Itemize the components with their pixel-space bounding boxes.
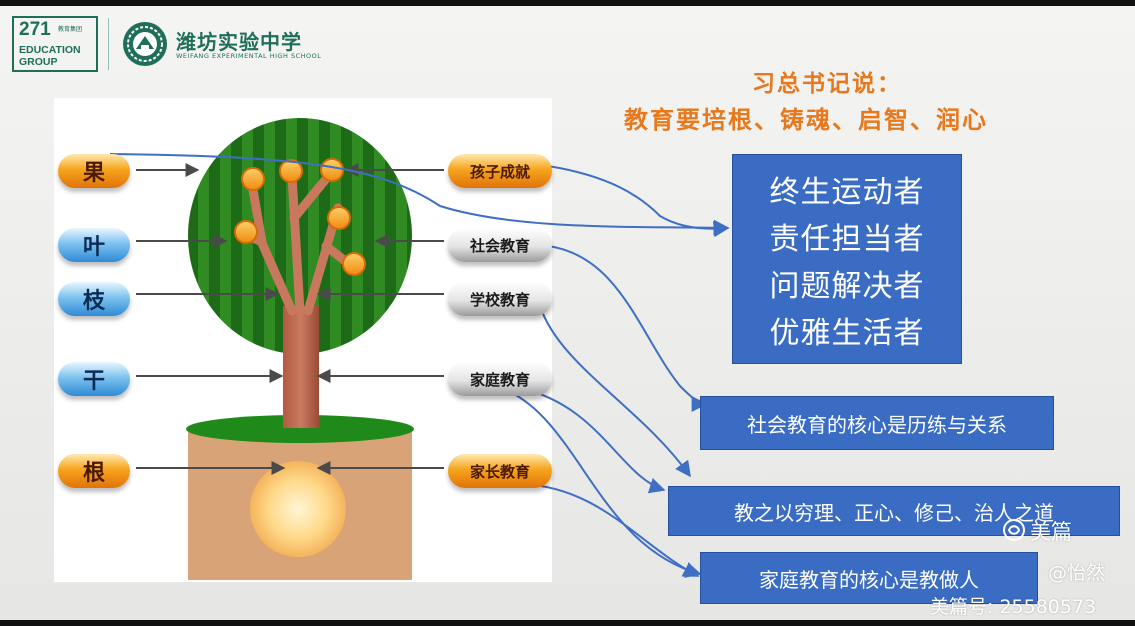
dao-box: 教之以穷理、正心、修己、治人之道 bbox=[668, 486, 1120, 536]
tree-illustration bbox=[109, 118, 730, 580]
slide: 271 教育集团 EDUCATION GROUP 潍坊实验中学 WEIFANG … bbox=[0, 6, 1135, 620]
watermark-author: @怡然 bbox=[1048, 562, 1106, 584]
group-logo-number: 271 bbox=[19, 19, 51, 40]
source-school-education: 学校教育 bbox=[448, 282, 552, 316]
goal-problem-solver: 问题解决者 bbox=[769, 269, 925, 304]
label-trunk: 干 bbox=[58, 362, 130, 396]
goal-responsibility: 责任担当者 bbox=[769, 222, 925, 257]
source-child-achievement: 孩子成就 bbox=[448, 154, 552, 188]
watermark-brand: 美篇 bbox=[1030, 520, 1072, 544]
source-family-education: 家庭教育 bbox=[448, 362, 552, 396]
label-leaf: 叶 bbox=[58, 228, 130, 262]
school-emblem-icon bbox=[123, 22, 167, 66]
quote-text: 教育要培根、铸魂、启智、润心 bbox=[624, 106, 988, 134]
logo-divider bbox=[108, 18, 109, 70]
label-branch: 枝 bbox=[58, 282, 130, 316]
group-logo-text: EDUCATION GROUP bbox=[19, 44, 81, 68]
group-logo-line2: GROUP bbox=[19, 56, 58, 68]
meipian-logo-icon bbox=[1003, 519, 1025, 541]
goal-elegant-living: 优雅生活者 bbox=[769, 316, 925, 351]
quote-title: 习总书记说： bbox=[752, 71, 902, 97]
group-logo-line1: EDUCATION bbox=[19, 44, 81, 56]
group-logo-small-text: 教育集团 bbox=[58, 27, 83, 33]
label-fruit: 果 bbox=[58, 154, 130, 188]
source-parent-education: 家长教育 bbox=[448, 454, 552, 488]
goal-lifelong-athlete: 终生运动者 bbox=[769, 175, 925, 210]
school-name-en: WEIFANG EXPERIMENTAL HIGH SCHOOL bbox=[176, 52, 322, 60]
family-core-box: 家庭教育的核心是教做人 bbox=[700, 552, 1038, 604]
school-name-cn: 潍坊实验中学 bbox=[176, 30, 302, 54]
source-social-education: 社会教育 bbox=[448, 228, 552, 262]
social-core-box: 社会教育的核心是历练与关系 bbox=[700, 396, 1054, 450]
watermark-id: 美篇号: 25580573 bbox=[930, 596, 1097, 618]
goals-box: 终生运动者 责任担当者 问题解决者 优雅生活者 bbox=[732, 154, 962, 364]
label-root: 根 bbox=[58, 454, 130, 488]
education-group-logo: 271 教育集团 EDUCATION GROUP bbox=[12, 16, 98, 72]
